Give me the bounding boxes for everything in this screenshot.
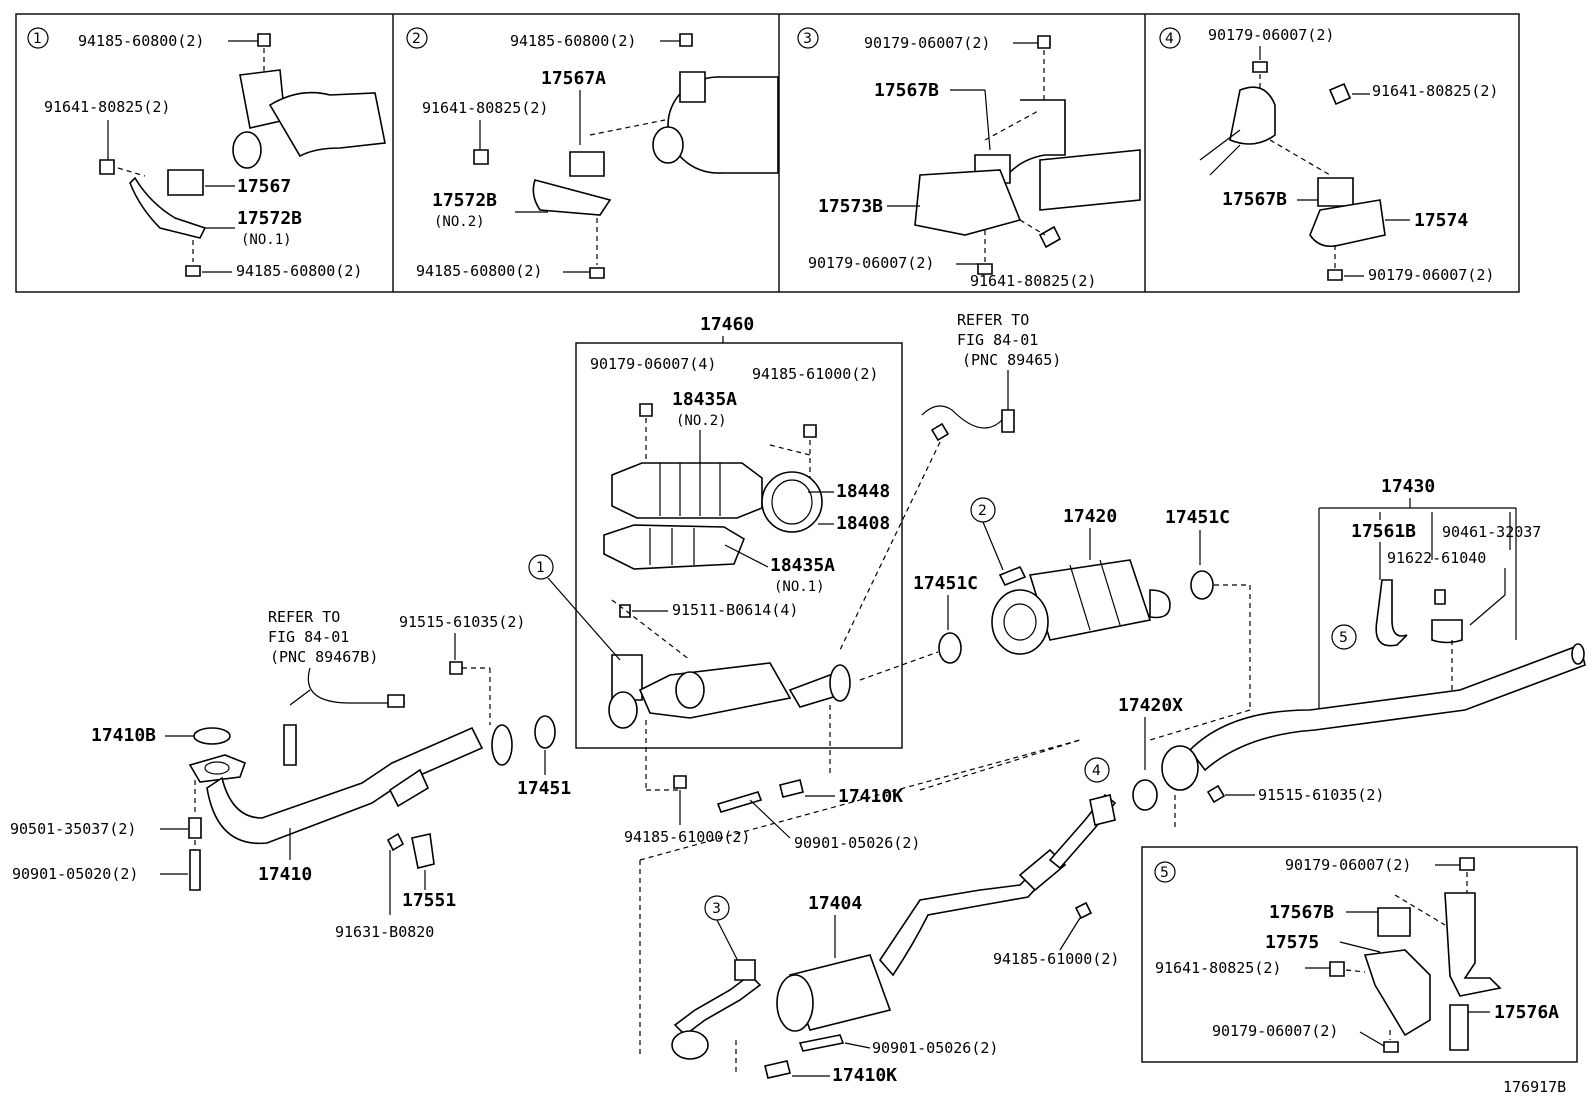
front-label-2: 90501-35037(2) (10, 820, 136, 838)
middle-label-6: 17420X (1118, 695, 1183, 716)
inset-4-label-4: 90179-06007(2) (1368, 266, 1494, 284)
catalytic-label-4: 18448 (836, 481, 890, 502)
inset-1-label-1: 91641-80825(2) (44, 98, 170, 116)
inset-3-label-3: 90179-06007(2) (808, 254, 934, 272)
front-label-5: 17451 (517, 778, 571, 799)
inset-4-label-2: 17567B (1222, 189, 1287, 210)
center-muffler-17420: 17420 (991, 506, 1171, 655)
inset-2: 2 94185-60800(2) 17567A 91641-80825(2) 1… (406, 27, 779, 280)
refer-upper: REFER TO FIG 84-01 (PNC 89465) (839, 311, 1061, 651)
inset-4-label-1: 91641-80825(2) (1372, 82, 1498, 100)
inset-2-label-3: 17572B (432, 190, 497, 211)
inset-4-label-0: 90179-06007(2) (1208, 26, 1334, 44)
catalytic-label-0: 90179-06007(4) (590, 355, 716, 373)
inset-2-label-2: 91641-80825(2) (422, 99, 548, 117)
svg-text:4: 4 (1092, 763, 1101, 779)
refer-upper-line3: (PNC 89465) (962, 351, 1061, 369)
catalytic-label-7: (NO.1) (774, 579, 825, 595)
inset5-label-4: 17576A (1494, 1002, 1559, 1023)
middle-label-0: 94185-61000(2) (624, 828, 750, 846)
middle-fasteners: 94185-61000(2) 90901-05026(2) 17410K (624, 739, 1081, 1055)
callout-1: 1 (528, 554, 621, 661)
inset-3-label-0: 90179-06007(2) (864, 34, 990, 52)
muffler-label-0: 17404 (808, 893, 862, 914)
refer-left-line1: REFER TO (268, 608, 340, 626)
inset-2-index: 2 (412, 31, 421, 47)
refer-left-line2: FIG 84-01 (268, 628, 349, 646)
front-label-6: 17551 (402, 890, 456, 911)
svg-text:2: 2 (978, 503, 987, 519)
inset-4-label-3: 17574 (1414, 210, 1468, 231)
front-label-0: 91515-61035(2) (399, 613, 525, 631)
inset-5: 5 90179-06007(2) 17567B 17575 91641-8082… (1141, 846, 1578, 1063)
inset-1-label-5: 94185-60800(2) (236, 262, 362, 280)
inset5-label-3: 91641-80825(2) (1155, 959, 1281, 977)
tail-group-number: 17430 (1381, 476, 1435, 497)
muffler-label-3: 17410K (832, 1065, 897, 1086)
inset-3: 3 90179-06007(2) 17567B 17573B 90179-060… (797, 27, 1141, 290)
middle-label-3: 17451C (913, 573, 978, 594)
front-label-4: 17410 (258, 864, 312, 885)
inset-1-index: 1 (33, 31, 42, 47)
inset5-label-0: 90179-06007(2) (1285, 856, 1411, 874)
inset5-label-2: 17575 (1265, 932, 1319, 953)
svg-text:1: 1 (536, 560, 545, 576)
muffler-label-1: 94185-61000(2) (993, 950, 1119, 968)
catalytic-converter-group: 17460 90179-06007(4) 94185-61000(2) 1843… (575, 314, 903, 791)
tail-label-0: 17561B (1351, 521, 1416, 542)
tail-pipe-group: 17430 17561B 90461-32037 91622-61040 5 (1161, 476, 1586, 791)
inset-2-label-1: 17567A (541, 68, 606, 89)
inset-4: 4 90179-06007(2) 91641-80825(2) 17567B 1… (1159, 26, 1498, 284)
middle-label-4: 17420 (1063, 506, 1117, 527)
inset-2-label-4: (NO.2) (434, 214, 485, 230)
middle-label-5: 17451C (1165, 507, 1230, 528)
front-label-7: 91631-B0820 (335, 923, 434, 941)
muffler-label-2: 90901-05026(2) (872, 1039, 998, 1057)
refer-left-line3: (PNC 89467B) (270, 648, 378, 666)
inset-1-label-0: 94185-60800(2) (78, 32, 204, 50)
inset-2-label-0: 94185-60800(2) (510, 32, 636, 50)
tail-label-1: 90461-32037 (1442, 523, 1541, 541)
inset-1-label-3: 17572B (237, 208, 302, 229)
catalytic-label-5: 18408 (836, 513, 890, 534)
svg-text:5: 5 (1339, 630, 1348, 646)
catalytic-label-1: 94185-61000(2) (752, 365, 878, 383)
front-label-1: 17410B (91, 725, 156, 746)
inset-1-label-4: (NO.1) (241, 232, 292, 248)
tail-label-2: 91622-61040 (1387, 549, 1486, 567)
inset-1: 1 94185-60800(2) 91641-80825(2) 17567 17… (27, 27, 386, 280)
inset-2-label-5: 94185-60800(2) (416, 262, 542, 280)
svg-text:3: 3 (712, 901, 721, 917)
inset-panels (15, 13, 1520, 293)
inset-1-label-2: 17567 (237, 176, 291, 197)
drawing-number: 176917B (1503, 1078, 1566, 1096)
catalytic-group-number: 17460 (700, 314, 754, 335)
inset-4-index: 4 (1165, 31, 1174, 47)
inset-3-label-4: 91641-80825(2) (970, 272, 1096, 290)
refer-upper-line2: FIG 84-01 (957, 331, 1038, 349)
catalytic-label-3: (NO.2) (676, 413, 727, 429)
front-label-3: 90901-05020(2) (12, 865, 138, 883)
inset5-label-1: 17567B (1269, 902, 1334, 923)
inset5-label-5: 90179-06007(2) (1212, 1022, 1338, 1040)
catalytic-label-6: 18435A (770, 555, 835, 576)
gaskets-17451c: 17451C 17451C (859, 507, 1251, 741)
catalytic-label-2: 18435A (672, 389, 737, 410)
inset-3-label-1: 17567B (874, 80, 939, 101)
tail-label-3: 91515-61035(2) (1258, 786, 1384, 804)
catalytic-label-8: 91511-B0614(4) (672, 601, 798, 619)
inset-5-index: 5 (1160, 865, 1169, 881)
inset-3-label-2: 17573B (818, 196, 883, 217)
gasket-17420x: 17420X 91515-61035(2) (1118, 695, 1384, 830)
front-pipe-group: REFER TO FIG 84-01 (PNC 89467B) 91515-61… (10, 608, 571, 941)
callout-2: 2 (970, 497, 1004, 571)
main-muffler-17404: 3 17404 4 94185-61000(2) 90901-05026(2) … (671, 757, 1119, 1086)
middle-label-2: 17410K (838, 786, 903, 807)
inset-3-index: 3 (803, 31, 812, 47)
refer-upper-line1: REFER TO (957, 311, 1029, 329)
middle-label-1: 90901-05026(2) (794, 834, 920, 852)
